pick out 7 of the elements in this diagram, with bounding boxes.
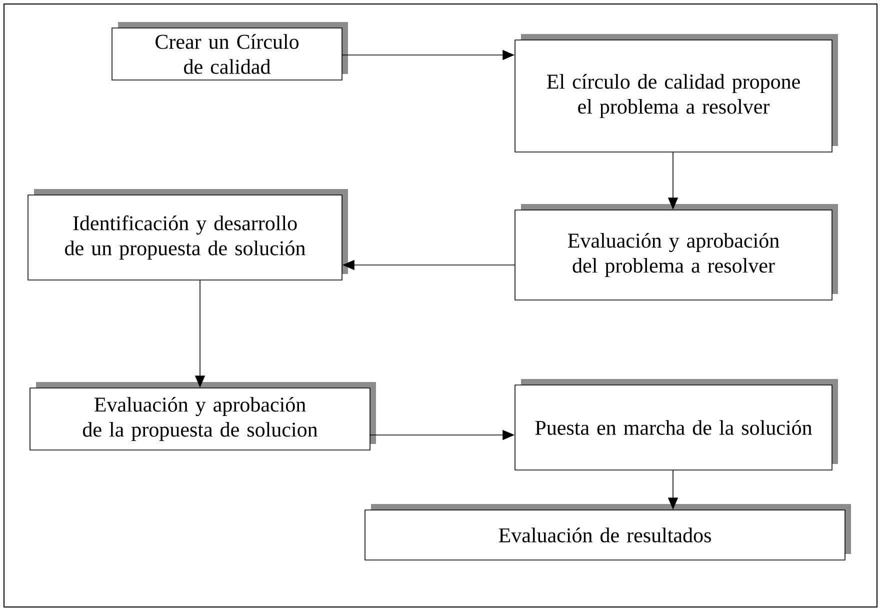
- process-box: Crear un Círculo de calidad: [112, 22, 348, 80]
- process-box: Puesta en marcha de la solución: [514, 379, 838, 470]
- process-box: Evaluación de resultados: [364, 504, 851, 560]
- process-box: Evaluación y aprobación del problema a resolver: [514, 204, 838, 300]
- process-box: Identificación y desarrollo de un propuesta de solución: [28, 189, 348, 280]
- process-box: Evaluación y aprobación de la propuesta de solucion: [30, 382, 376, 450]
- process-box: El círculo de calidad propone el problema a resolver: [514, 34, 838, 152]
